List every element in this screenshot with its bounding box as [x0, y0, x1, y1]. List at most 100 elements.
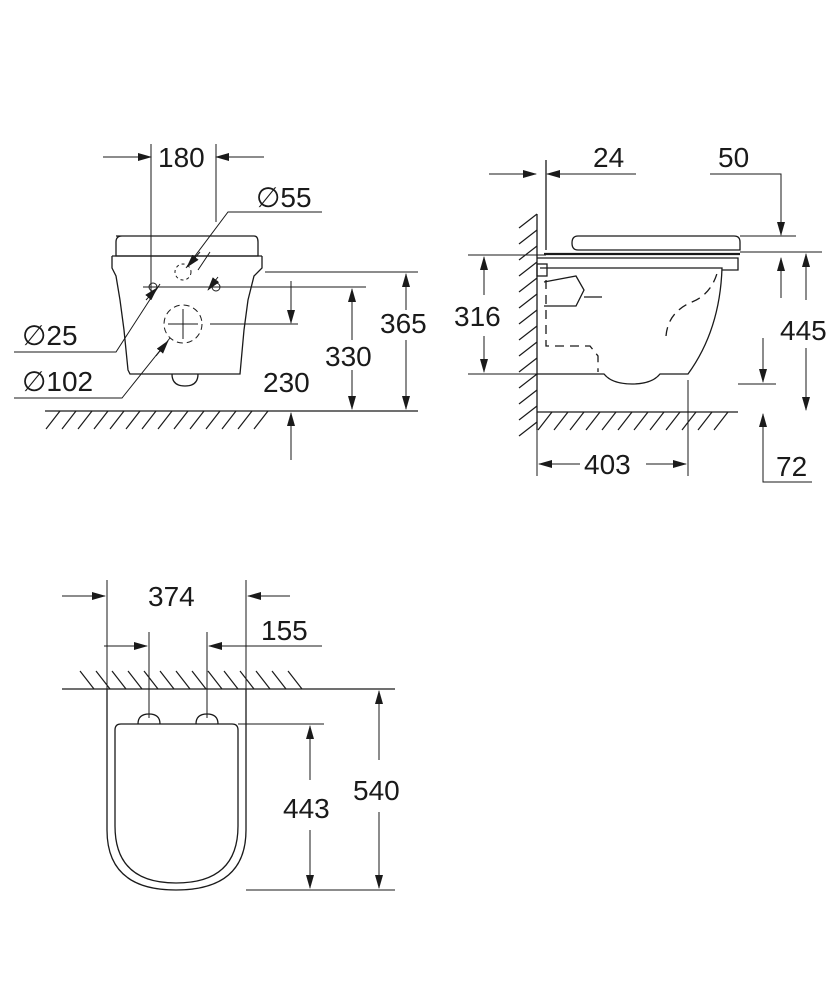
dim-330-label: 330 [325, 341, 372, 372]
hatch-line [189, 410, 205, 430]
hatch-line [518, 373, 538, 389]
hatch-line [649, 411, 665, 431]
hatch-line [569, 411, 585, 431]
dim-25-leader [14, 283, 161, 353]
hatch-line [95, 670, 111, 690]
hatch-line [518, 341, 538, 357]
hatch-line [518, 421, 538, 437]
hatch-line [518, 245, 538, 261]
hatch-line [157, 410, 173, 430]
side-inlet [543, 275, 585, 307]
top-wall-hatch [79, 670, 303, 690]
hatch-line [79, 670, 95, 690]
hatch-line [518, 277, 538, 293]
hatch-line [255, 670, 271, 690]
dim-72-label: 72 [776, 451, 807, 482]
hatch-line [271, 670, 287, 690]
dim-25-label: ∅25 [22, 320, 78, 351]
hatch-line [141, 410, 157, 430]
dim-155-label: 155 [261, 615, 308, 646]
hatch-line [93, 410, 109, 430]
dim-25-tick [197, 251, 211, 271]
hatch-line [127, 670, 143, 690]
front-hole-102 [163, 304, 203, 344]
hatch-line [61, 410, 77, 430]
hatch-line [697, 411, 713, 431]
front-seat-top [115, 235, 259, 257]
hatch-line [518, 261, 538, 277]
hatch-line [159, 670, 175, 690]
dim-445-label: 445 [780, 315, 827, 346]
hatch-line [207, 670, 223, 690]
dim-55-leader [185, 211, 322, 269]
front-outlet [171, 373, 199, 387]
dim-180-label: 180 [158, 142, 205, 173]
side-bowl-hidden [665, 269, 719, 337]
dim-540-label: 540 [353, 775, 400, 806]
dim-55-label: ∅55 [256, 182, 312, 213]
dim-102-leader [14, 337, 171, 399]
hatch-line [518, 293, 538, 309]
top-body-outline [106, 689, 247, 891]
hatch-line [585, 411, 601, 431]
dim-50-label: 50 [718, 142, 749, 173]
hatch-line [553, 411, 569, 431]
hatch-line [205, 410, 221, 430]
hatch-line [518, 213, 538, 229]
dim-443-label: 443 [283, 793, 330, 824]
hatch-line [173, 410, 189, 430]
dim-102-arrow [155, 340, 169, 357]
hatch-line [111, 670, 127, 690]
hatch-line [45, 410, 61, 430]
side-wall-hatch [518, 213, 538, 437]
hatch-line [221, 410, 237, 430]
front-hole-55 [174, 263, 192, 281]
side-bracket [536, 263, 548, 277]
hatch-line [713, 411, 729, 431]
hatch-line [223, 670, 239, 690]
dim-55-arrow [186, 251, 201, 268]
dim-50-leader [710, 173, 782, 232]
front-bowl-outline [111, 256, 263, 375]
hatch-line [537, 411, 553, 431]
front-view: 180 ∅55 ∅25 ∅102 230 330 365 [14, 142, 427, 460]
top-seat-outline [114, 723, 239, 884]
hatch-line [125, 410, 141, 430]
hatch-line [143, 670, 159, 690]
dim-403-label: 403 [584, 449, 631, 480]
hatch-line [518, 389, 538, 405]
dim-374-label: 374 [148, 581, 195, 612]
side-seat-lid [571, 235, 741, 251]
side-floor-hatch [537, 411, 729, 431]
hatch-line [237, 410, 253, 430]
hatch-line [518, 309, 538, 325]
hatch-line [681, 411, 697, 431]
hatch-line [633, 411, 649, 431]
side-view: 24 50 316 445 72 403 [454, 142, 827, 483]
hatch-line [665, 411, 681, 431]
front-floor-hatch [45, 410, 269, 430]
dim-25-arrow-a [145, 287, 158, 301]
hatch-line [287, 670, 303, 690]
dim-102-label: ∅102 [22, 366, 93, 397]
side-rim [537, 257, 739, 271]
side-trap-hidden [545, 280, 599, 372]
hatch-line [77, 410, 93, 430]
hatch-line [518, 229, 538, 245]
dim-365-label: 365 [380, 308, 427, 339]
hatch-line [518, 357, 538, 373]
hatch-line [518, 405, 538, 421]
side-bowl-outline [537, 267, 723, 385]
hatch-line [253, 410, 269, 430]
hatch-line [239, 670, 255, 690]
hatch-line [109, 410, 125, 430]
dim-25-arrow-b [207, 276, 220, 291]
hatch-line [191, 670, 207, 690]
hatch-line [518, 325, 538, 341]
dim-24-label: 24 [593, 142, 624, 173]
hatch-line [175, 670, 191, 690]
dim-316-label: 316 [454, 301, 501, 332]
hatch-line [601, 411, 617, 431]
